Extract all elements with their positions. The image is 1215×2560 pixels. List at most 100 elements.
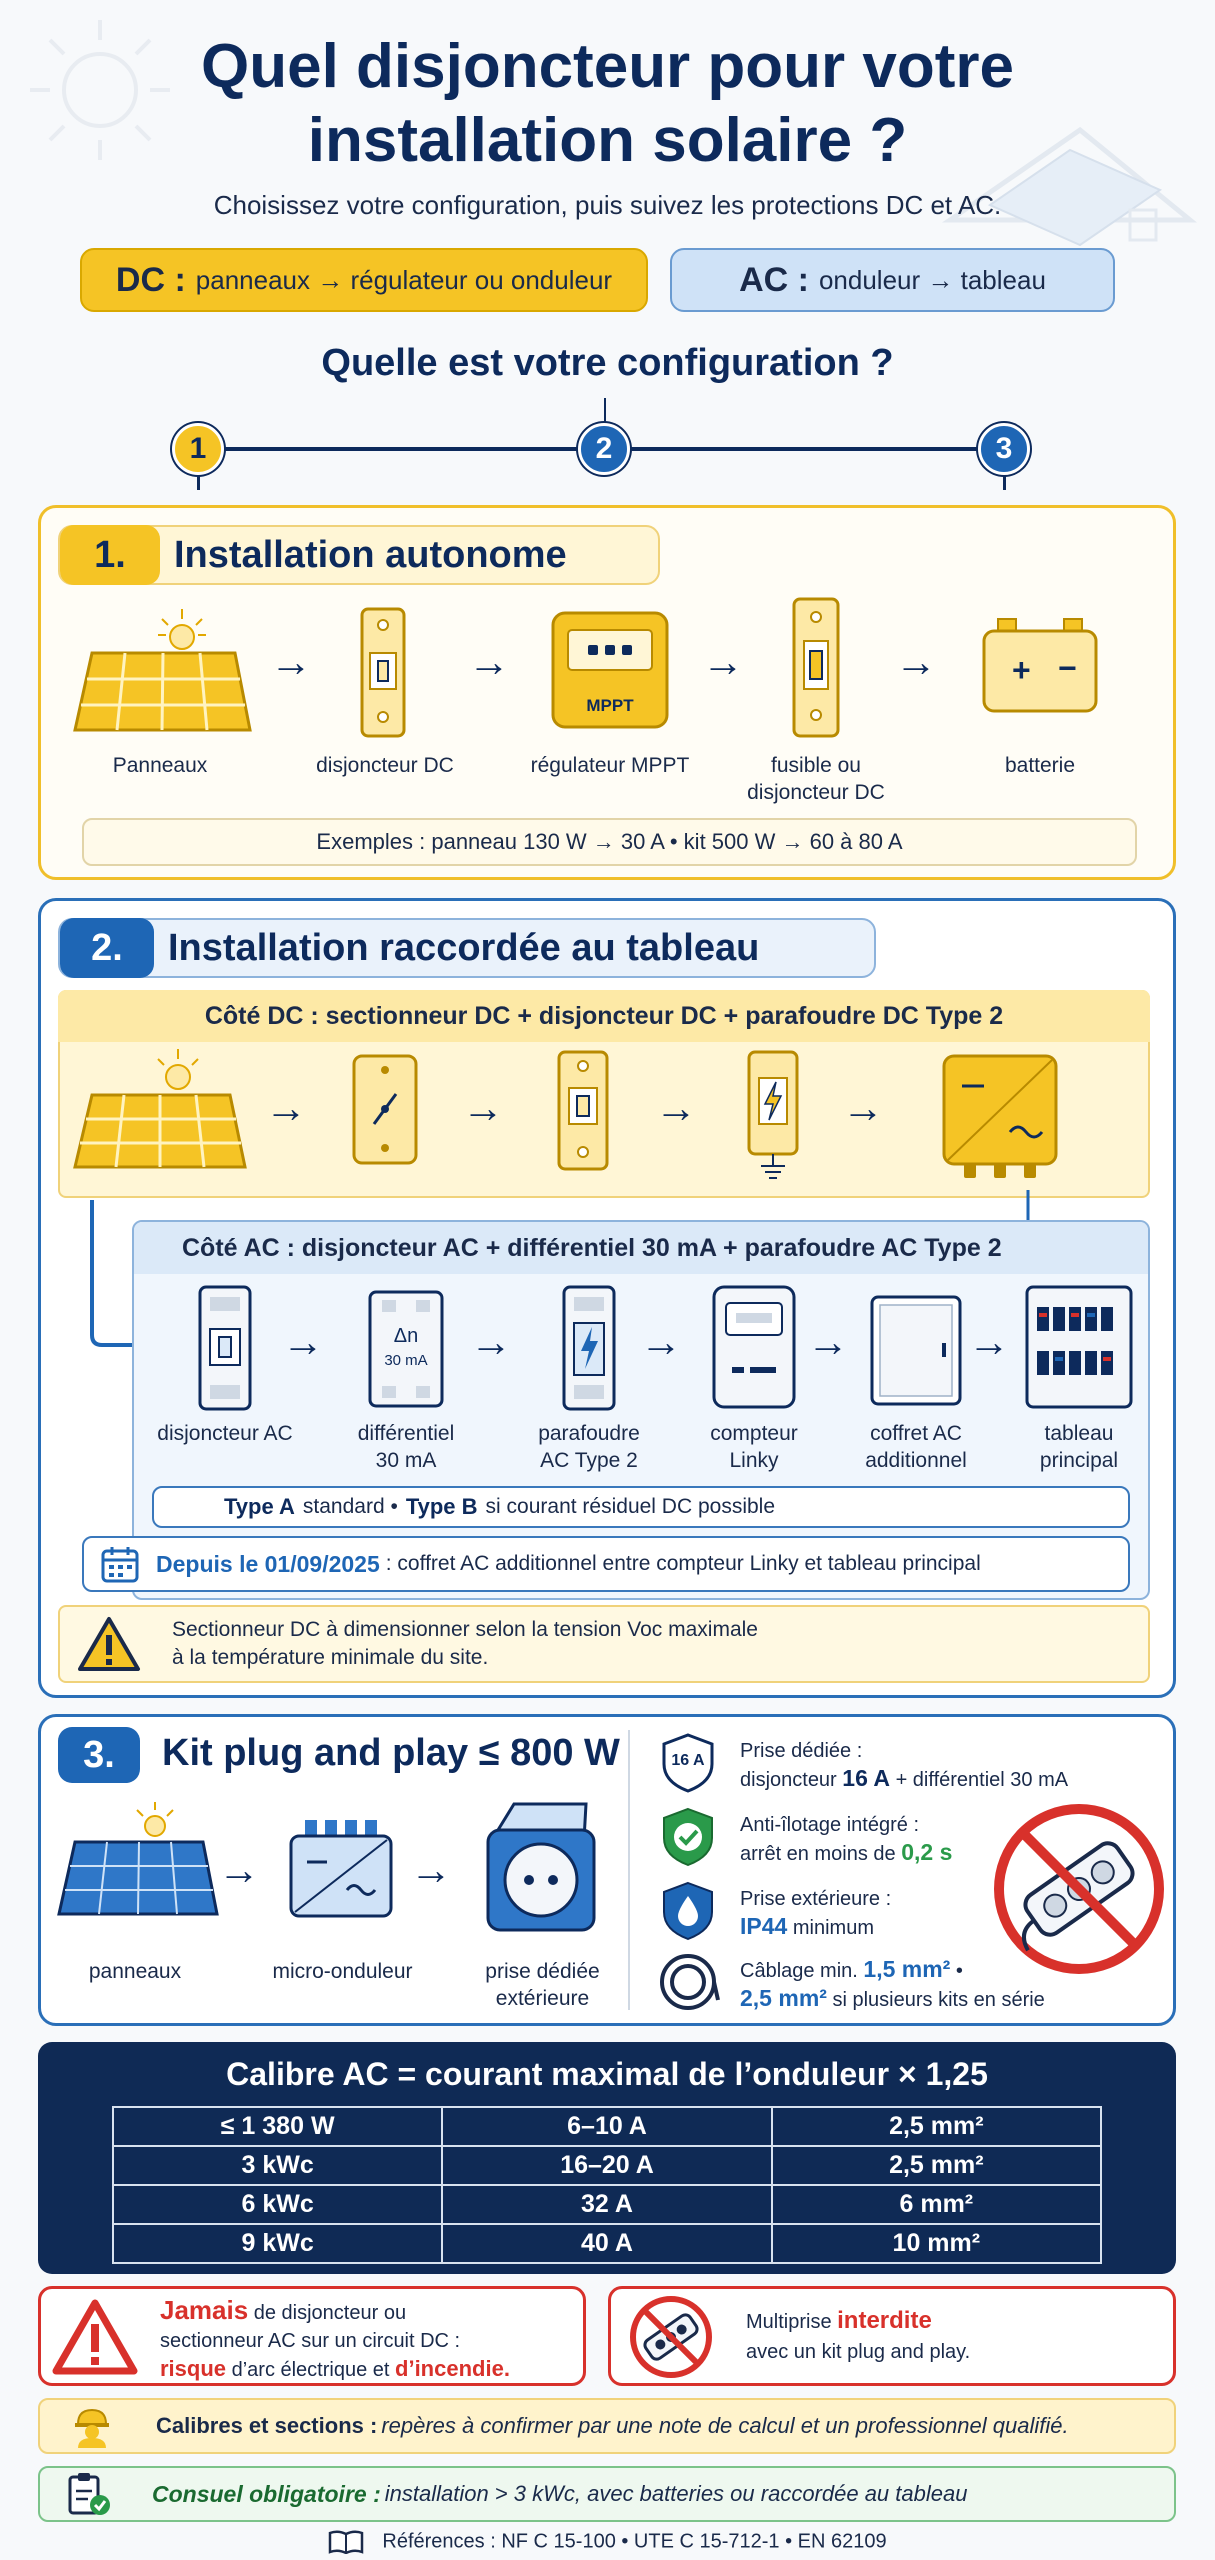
danger-warning-icon	[52, 2299, 138, 2375]
section3-title: Kit plug and play ≤ 800 W	[162, 1732, 620, 1774]
solar-panel-icon	[73, 609, 252, 732]
shield-16a-label: 16 A	[671, 1752, 705, 1769]
check-shield-icon	[663, 1807, 713, 1867]
page-title: Quel disjoncteur pour votre installation…	[201, 32, 1014, 175]
arrow-icon: →	[702, 638, 744, 685]
ac-breaker-icon	[198, 1285, 252, 1411]
dc-side-title: Côté DC : sectionneur DC + disjoncteur D…	[58, 990, 1150, 1042]
type-note-bar: Type A standard • Type B si courant rési…	[152, 1486, 1130, 1528]
section2-header: 2. Installation raccordée au tableau	[58, 918, 876, 978]
inverter-icon	[942, 1054, 1058, 1178]
arrow-icon: →	[218, 1846, 260, 1893]
timeline-tick	[197, 468, 200, 490]
svg-text:+: +	[1012, 652, 1031, 688]
table-cell: 32 A	[441, 2184, 773, 2225]
water-shield-icon	[663, 1881, 713, 1941]
references: Références : NF C 15-100 • UTE C 15-712-…	[0, 2530, 1215, 2555]
calibres-banner: Calibres et sections : repères à confirm…	[38, 2398, 1176, 2454]
arrow-icon: →	[282, 1318, 324, 1365]
label-disjoncteur-dc: disjoncteur DC	[316, 754, 454, 777]
table-cell: 40 A	[441, 2223, 773, 2264]
book-icon	[329, 2530, 364, 2555]
section1-header: 1. Installation autonome	[58, 525, 660, 585]
table-cell: 6–10 A	[441, 2106, 773, 2147]
examples-bar: Exemples : panneau 130 W → 30 A • kit 50…	[82, 818, 1137, 866]
label-micro-onduleur: micro-onduleur	[272, 1960, 413, 1983]
no-power-strip-icon	[994, 1804, 1164, 1974]
date-note-bar: Depuis le 01/09/2025 : coffret AC additi…	[82, 1536, 1130, 1592]
dc-breaker-icon	[557, 1050, 609, 1171]
label-batterie: batterie	[1004, 754, 1076, 777]
ac-legend-pill: AC :onduleur → tableau	[670, 248, 1115, 312]
dc-disconnector-icon	[352, 1054, 418, 1165]
jamais-text: Jamais de disjoncteur ou sectionneur AC …	[160, 2295, 510, 2381]
shield-16a-icon	[662, 1733, 714, 1793]
cable-icon	[660, 1954, 720, 2010]
consuel-banner: Consuel obligatoire : installation > 3 k…	[38, 2466, 1176, 2522]
section-plug-and-play	[38, 1714, 1176, 2026]
configuration-question: Quelle est votre configuration ?	[321, 342, 894, 384]
label-disjoncteur-ac: disjoncteur AC	[157, 1422, 293, 1445]
arrow-icon: →	[265, 1084, 307, 1131]
calibre-title: Calibre AC = courant maximal de l’ondule…	[226, 2056, 988, 2092]
label-regulateur: régulateur MPPT	[530, 754, 690, 777]
step-1-badge[interactable]: 1	[172, 423, 224, 475]
date-prefix: Depuis le 01/09/2025	[156, 1550, 380, 1577]
ac-surge-arrester-icon	[562, 1285, 616, 1411]
step-3-badge[interactable]: 3	[978, 423, 1030, 475]
sun-watermark-icon	[30, 20, 170, 160]
dc-surge-arrester-icon	[747, 1050, 799, 1179]
ac-side-title: Côté AC : disjoncteur AC + différentiel …	[134, 1222, 1148, 1274]
section1-number: 1.	[60, 525, 160, 585]
references-text: Références : NF C 15-100 • UTE C 15-712-…	[382, 2530, 887, 2553]
rule-prise-dediee: Prise dédiée : disjoncteur 16 A + différ…	[740, 1740, 1069, 1791]
warning-icon	[78, 1617, 140, 1671]
table-cell: 16–20 A	[441, 2145, 773, 2186]
table-cell: 10 mm²	[770, 2223, 1103, 2264]
table-cell: 9 kWc	[111, 2223, 444, 2264]
no-multiprise-icon	[630, 2296, 712, 2378]
rule-anti-ilotage: Anti-îlotage intégré : arrêt en moins de…	[740, 1814, 953, 1865]
calendar-icon	[101, 1547, 139, 1583]
calibres-key: Calibres et sections :	[156, 2413, 378, 2438]
ac-enclosure-icon	[870, 1295, 962, 1406]
page-subtitle: Choisissez votre configuration, puis sui…	[213, 190, 1002, 220]
rule-cablage: Câblage min. 1,5 mm² • 2,5 mm² si plusie…	[740, 1956, 1045, 2011]
arrow-icon: →	[270, 638, 312, 685]
section3-number: 3.	[58, 1727, 140, 1783]
type-b-text: si courant résiduel DC possible	[485, 1495, 776, 1518]
arrow-icon: →	[655, 1084, 697, 1131]
arrow-icon: →	[968, 1318, 1010, 1365]
calibres-text: repères à confirmer par une note de calc…	[381, 2413, 1069, 2438]
dc-key: DC :	[115, 260, 186, 299]
main-panel-icon	[1025, 1285, 1133, 1409]
dc-legend-pill: DC : panneaux → régulateur ou onduleur	[80, 248, 648, 312]
table-cell: 6 mm²	[770, 2184, 1103, 2225]
fuse-breaker-icon	[792, 597, 840, 738]
mppt-icon-label: MPPT	[586, 696, 634, 715]
table-cell: 3 kWc	[111, 2145, 444, 2186]
label-panneaux: Panneaux	[112, 754, 208, 777]
section1-title: Installation autonome	[174, 533, 567, 576]
diff-delta-label: Δn	[393, 1325, 419, 1347]
step-2-badge[interactable]: 2	[578, 423, 630, 475]
dc-text: panneaux → régulateur ou onduleur	[195, 264, 613, 295]
outdoor-socket-icon	[486, 1802, 596, 1932]
voc-warning: Sectionneur DC à dimensionner selon la t…	[58, 1605, 1150, 1683]
svg-text:−: −	[1058, 650, 1077, 686]
ac-key: AC :	[739, 260, 809, 299]
timeline-stem	[604, 398, 606, 428]
arrow-icon: →	[807, 1318, 849, 1365]
label-panneaux-kit: panneaux	[88, 1960, 182, 1983]
arrow-icon: →	[895, 638, 937, 685]
solar-panel-icon	[73, 1049, 247, 1169]
